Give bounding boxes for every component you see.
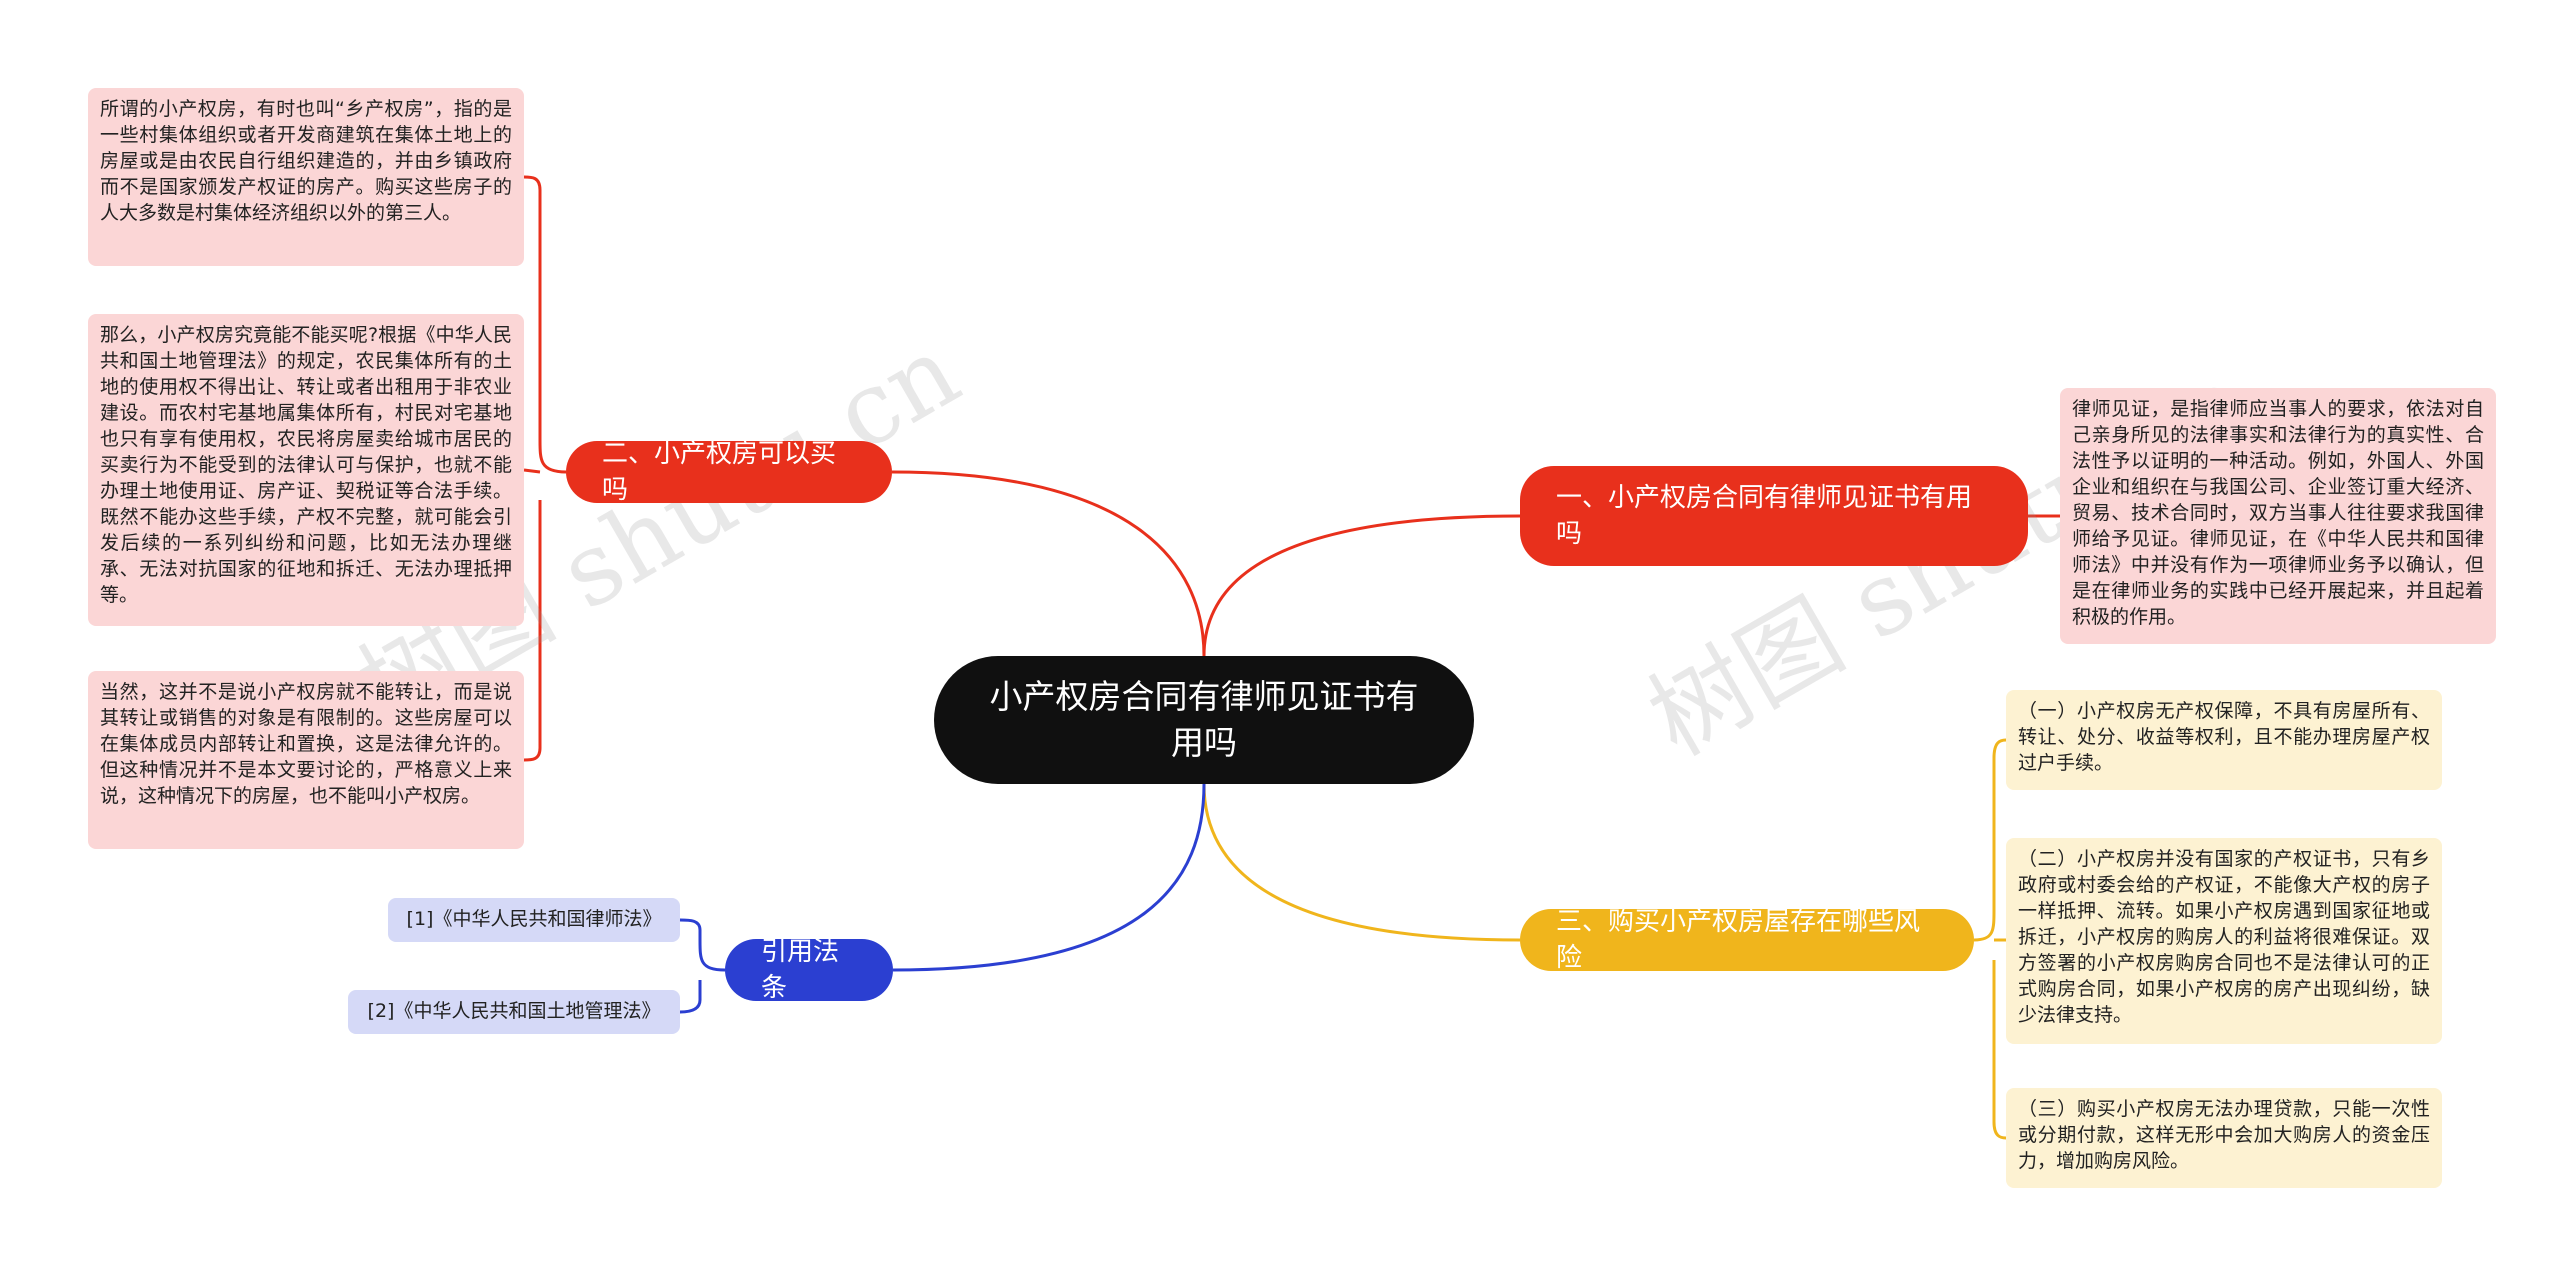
branch-can-buy[interactable]: 二、小产权房可以买吗: [566, 439, 892, 505]
leaf-citation-lawyer-law[interactable]: [1]《中华人民共和国律师法》: [388, 898, 680, 942]
leaf-transfer-limits[interactable]: 当然，这并不是说小产权房就不能转让，而是说其转让或销售的对象是有限制的。这些房屋…: [88, 671, 524, 849]
leaf-risk-2[interactable]: （二）小产权房并没有国家的产权证书，只有乡政府或村委会给的产权证，不能像大产权的…: [2006, 838, 2442, 1044]
leaf-definition[interactable]: 所谓的小产权房，有时也叫“乡产权房”，指的是一些村集体组织或者开发商建筑在集体土…: [88, 88, 524, 266]
connector-b4-bracket: [679, 918, 726, 1014]
leaf-can-buy-analysis[interactable]: 那么，小产权房究竟能不能买呢?根据《中华人民共和国土地管理法》的规定，农民集体所…: [88, 314, 524, 626]
leaf-citation-land-law[interactable]: [2]《中华人民共和国土地管理法》: [348, 990, 680, 1034]
root-topic[interactable]: 小产权房合同有律师见证书有用吗: [934, 656, 1474, 784]
connector-root-b4: [892, 783, 1206, 972]
leaf-risk-3[interactable]: （三）购买小产权房无法办理贷款，只能一次性或分期付款，这样无形中会加大购房人的资…: [2006, 1088, 2442, 1188]
connector-root-b3: [1202, 783, 1521, 942]
leaf-lawyer-witness-definition[interactable]: 律师见证，是指律师应当事人的要求，依法对自己亲身所见的法律事实和法律行为的真实性…: [2060, 388, 2496, 644]
branch-risks[interactable]: 三、购买小产权房屋存在哪些风险: [1520, 907, 1974, 973]
connector-root-b1: [1202, 514, 1521, 657]
connector-b3-bracket: [1973, 738, 2007, 1140]
leaf-risk-1[interactable]: （一）小产权房无产权保障，不具有房屋所有、转让、处分、收益等权利，且不能办理房屋…: [2006, 690, 2442, 790]
branch-lawyer-witness[interactable]: 一、小产权房合同有律师见证书有用吗: [1520, 466, 2028, 566]
connector-b2-bracket: [523, 175, 567, 762]
connector-root-b2: [891, 470, 1206, 657]
branch-citations[interactable]: 引用法条: [725, 937, 893, 1003]
